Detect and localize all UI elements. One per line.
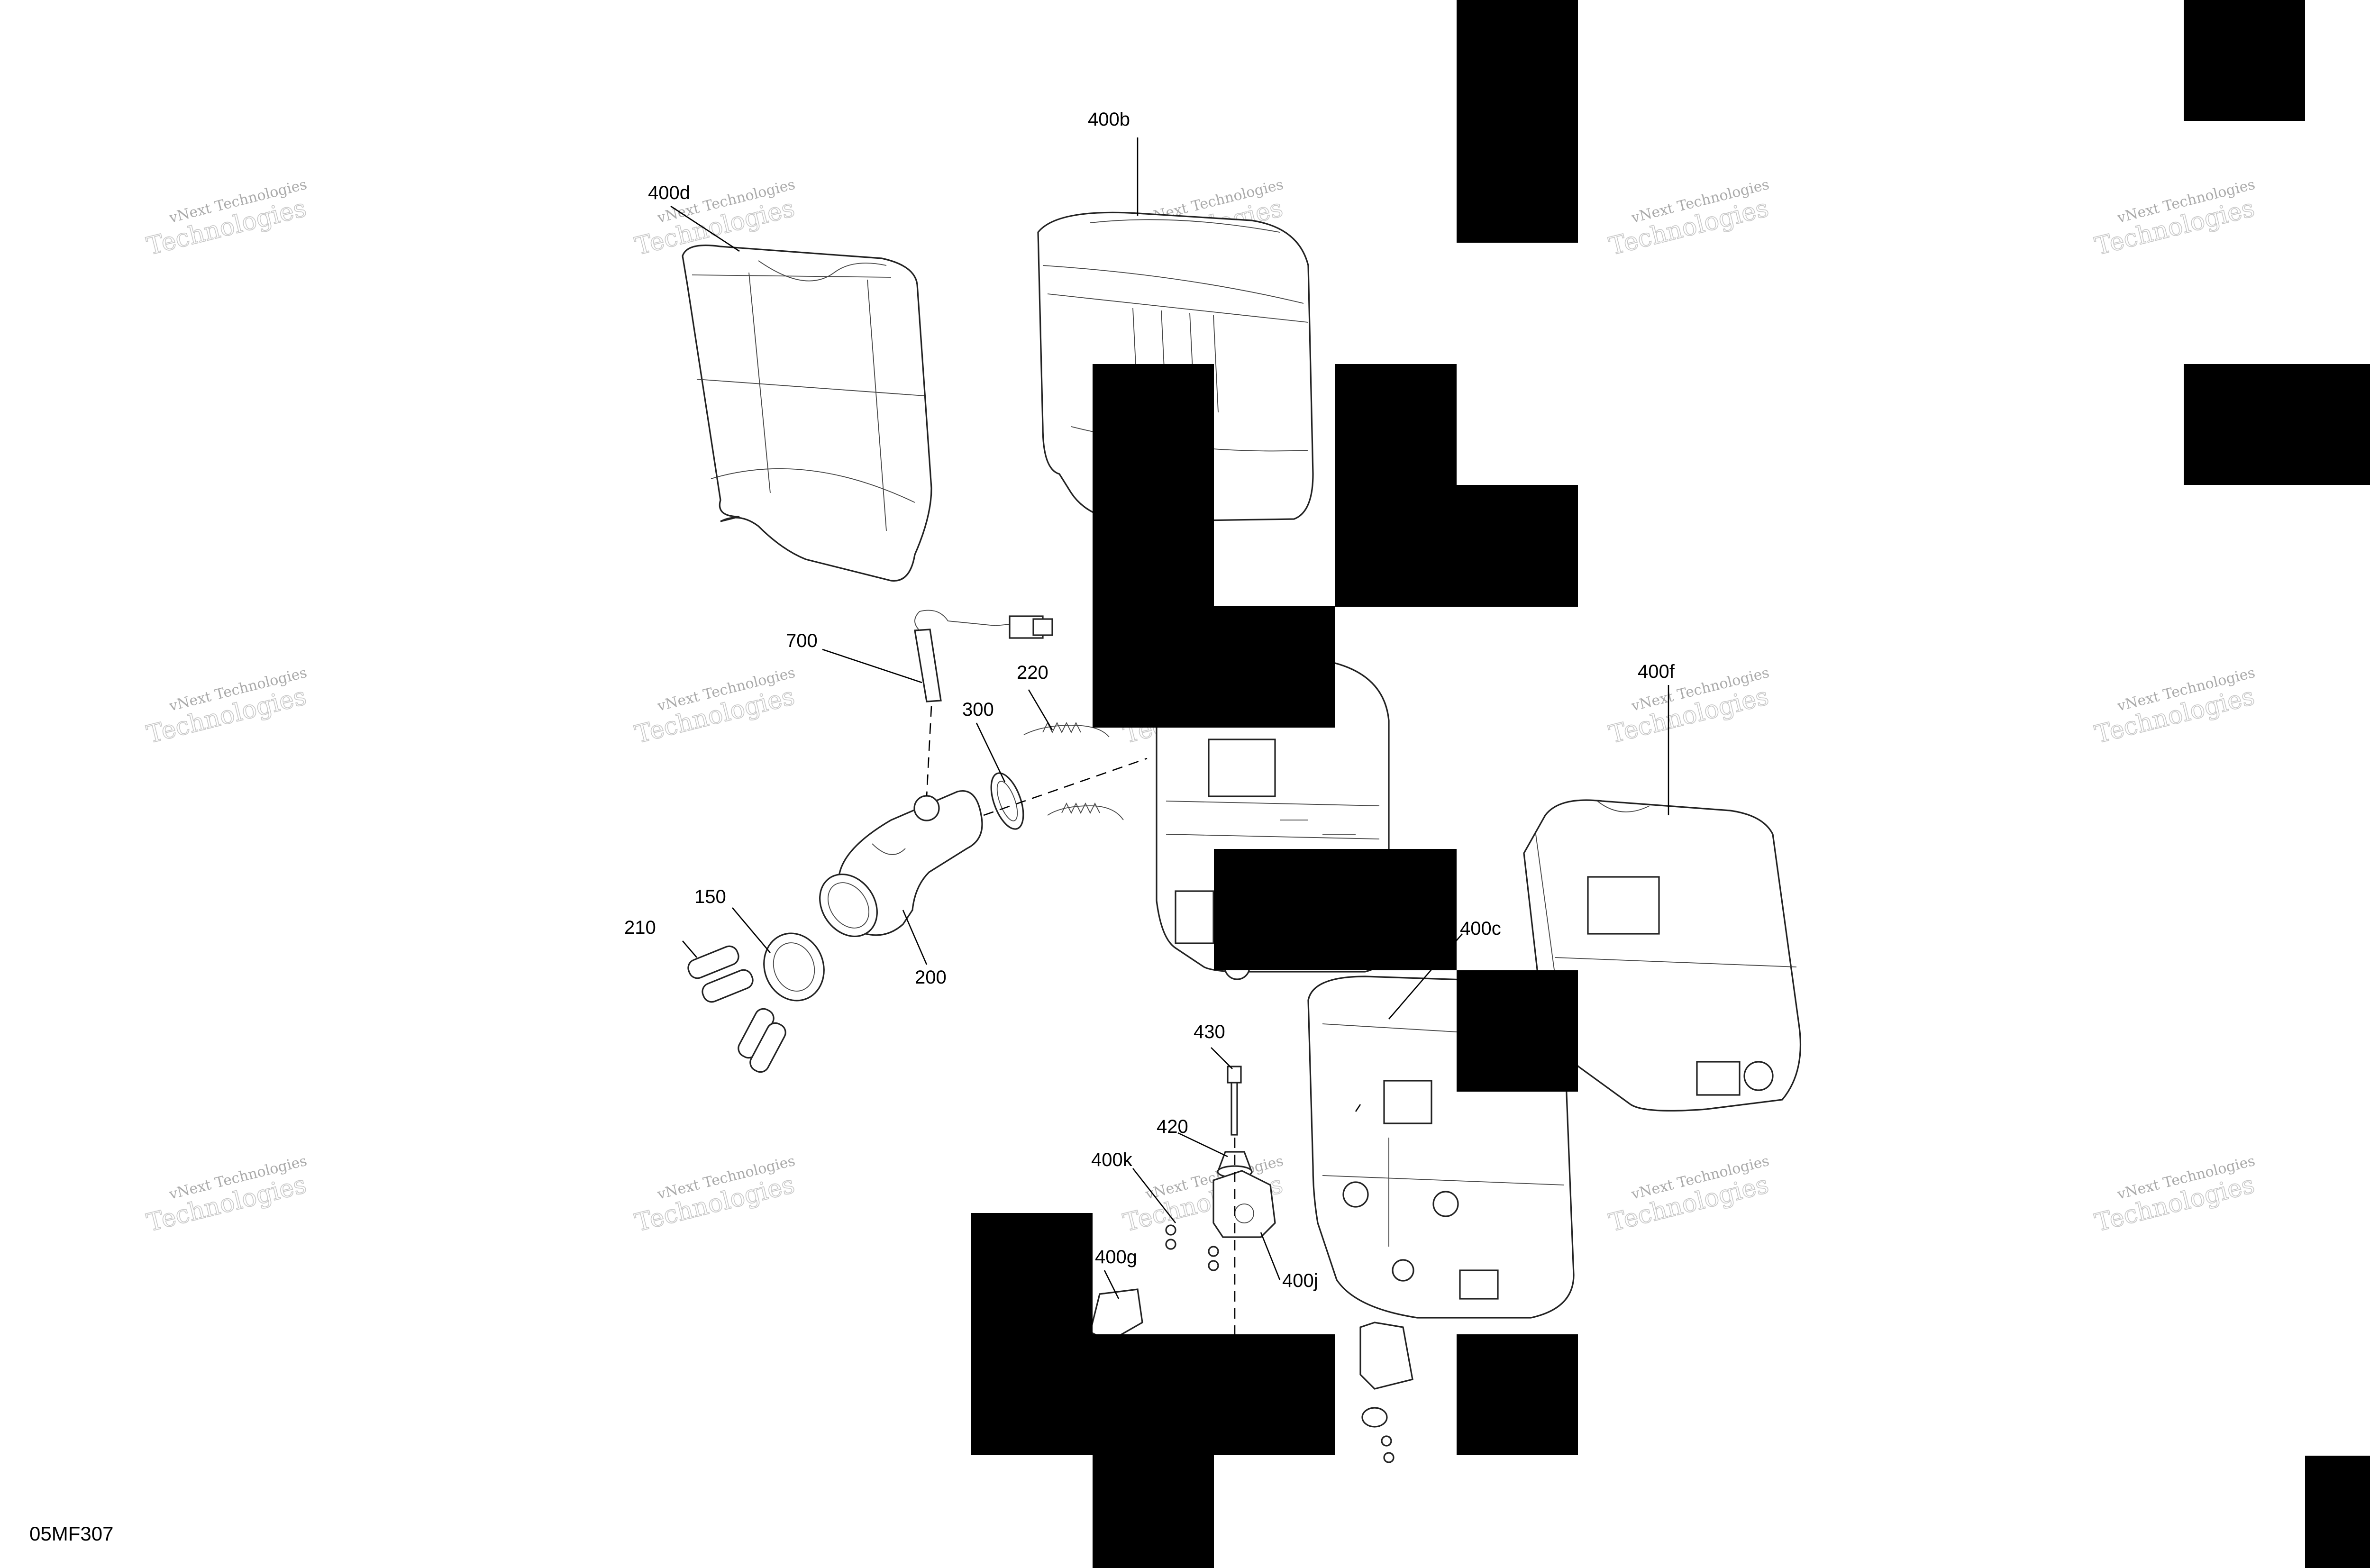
bolt-430 [1227,1066,1242,1136]
callout-220: 220 [1017,662,1048,683]
leader-lines [670,137,1669,1299]
redaction-block [1214,1334,1335,1455]
redaction-block [2305,1456,2370,1568]
watermark: vNext Technologies Technologies [1606,176,1772,262]
spring-210 [687,945,786,1073]
figure-code: 05MF307 [29,1522,113,1545]
callout-200: 200 [915,967,947,988]
heat-shield-400d [682,244,932,582]
spring-220 [1023,721,1124,820]
watermark: vNext Technologies Technologies [144,665,310,750]
callout-400d: 400d [648,182,690,203]
redaction-block [1457,970,1578,1092]
callout-400j: 400j [1282,1270,1318,1291]
gasket-300 [990,772,1024,830]
redaction-block [2184,0,2305,121]
watermark: vNext Technologies Technologies [632,1153,798,1238]
callout-700: 700 [786,630,818,651]
watermark: vNext Technologies Technologies [1606,665,1772,750]
redaction-block [1457,485,1578,607]
callout-150: 150 [694,886,726,907]
mounting-plate [1208,738,1276,797]
bracket-lower-right [1359,1322,1413,1463]
lower-bracket [1175,890,1214,944]
heat-shield-400f [1523,799,1802,1112]
watermark: vNext Technologies Technologies [144,176,310,262]
watermark: vNext Technologies Technologies [144,1153,310,1238]
redaction-blocks [971,0,2370,1568]
bracket-400j [1165,1170,1276,1271]
assembly-lines [926,706,1236,1356]
redaction-block [1335,364,1457,607]
callout-400g: 400g [1095,1247,1137,1267]
redaction-block [971,1213,1093,1455]
callout-400f: 400f [1638,661,1675,682]
watermark: vNext Technologies Technologies [632,665,798,750]
seal-ring-150 [763,932,825,1002]
callout-430: 430 [1194,1021,1225,1042]
watermark: vNext Technologies Technologies [2092,1153,2258,1238]
redaction-block [1214,606,1335,728]
watermark: vNext Technologies Technologies [1606,1153,1772,1238]
callout-420: 420 [1157,1116,1188,1137]
redaction-block [2184,364,2370,485]
exhaust-pipe-200 [819,790,983,938]
redaction-block [1093,1334,1214,1568]
watermark: vNext Technologies Technologies [2092,176,2258,262]
watermark: vNext Technologies Technologies [2092,665,2258,750]
redaction-block [1457,1334,1578,1455]
callout-400b: 400b [1088,109,1130,130]
redaction-block [1214,849,1457,970]
callout-400c: 400c [1460,918,1501,939]
redaction-block [1457,0,1578,243]
callout-210: 210 [624,917,656,938]
callout-300: 300 [962,699,994,720]
oxygen-sensor-700 [914,610,1053,702]
bracket-400g [1089,1288,1143,1342]
redaction-block [1093,364,1214,728]
callout-labels: 400b 400d 700 220 300 400f 150 210 200 4… [624,109,1675,1291]
callout-400k: 400k [1091,1149,1133,1170]
